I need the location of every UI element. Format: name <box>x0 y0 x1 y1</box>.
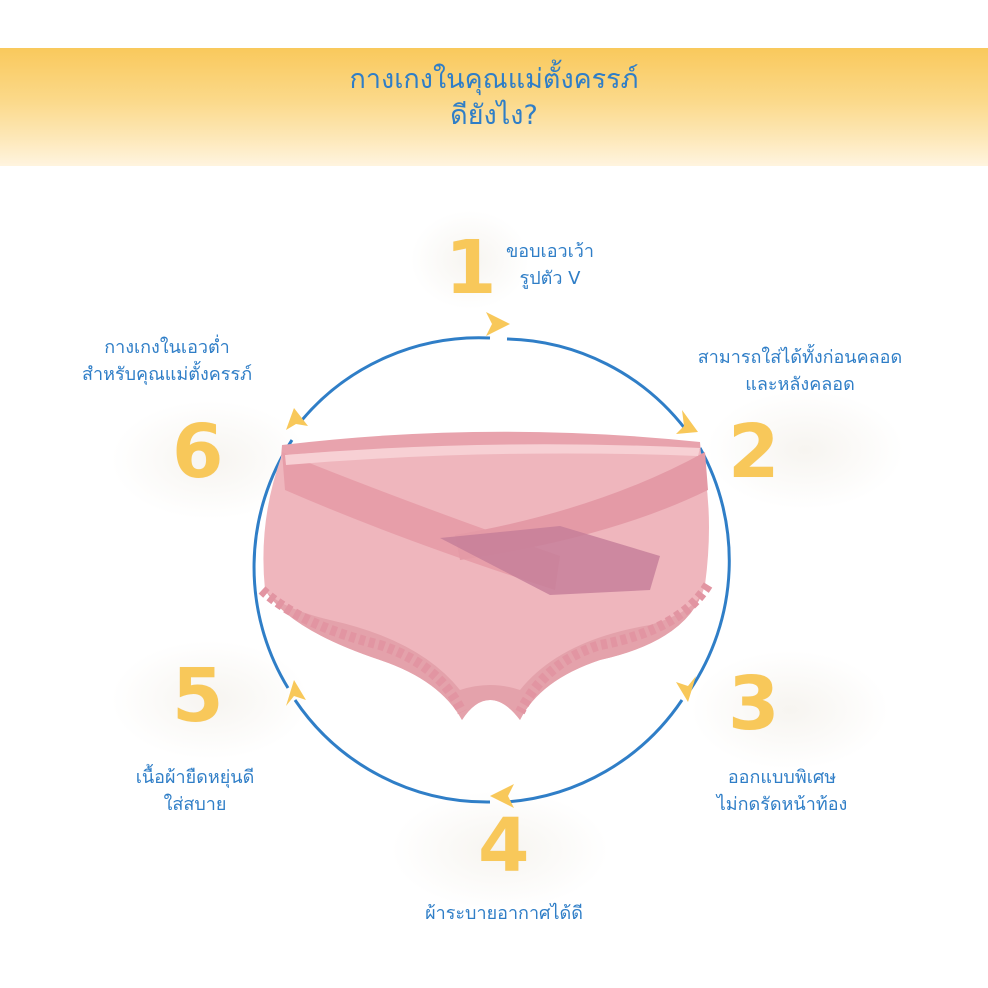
ring-arc-bottom-right <box>505 699 684 804</box>
inner-lining <box>285 444 700 465</box>
feature-3-line-1: ออกแบบพิเศษ <box>727 767 837 788</box>
lace-trim-right <box>515 582 713 715</box>
ring-arc-bottom-left <box>293 699 491 804</box>
feature-6-text: กางเกงในเอวต่ำ สำหรับคุณแม่ตั้งครรภ์ <box>42 334 292 388</box>
ring-arc-left <box>252 439 294 689</box>
arrow-bottom-icon <box>490 784 514 808</box>
feature-1-number: 1 <box>445 225 497 311</box>
page-title: กางเกงในคุณแม่ตั้งครรภ์ ดียังไง? <box>0 62 988 134</box>
flow-arrows <box>286 312 698 808</box>
arrow-top-right-icon <box>676 410 698 434</box>
title-line-2: ดียังไง? <box>450 100 538 131</box>
feature-5-number: 5 <box>172 653 224 739</box>
number-glow-3 <box>690 650 890 770</box>
number-glow-1 <box>410 210 530 310</box>
ring-arc-right <box>688 447 731 691</box>
title-line-1: กางเกงในคุณแม่ตั้งครรภ์ <box>349 64 639 95</box>
ring-arc-top-right <box>506 337 688 431</box>
number-glow-5 <box>110 640 310 760</box>
waistband-overlap <box>440 526 660 595</box>
feature-4-line-1: ผ้าระบายอากาศได้ดี <box>425 903 583 924</box>
lace-trim-left <box>258 586 467 715</box>
arrow-top-icon <box>486 312 510 336</box>
arrow-top-left-icon <box>286 408 308 430</box>
feature-1-line-1: ขอบเอวเว้า <box>506 241 594 262</box>
feature-3-number: 3 <box>728 661 780 747</box>
feature-2-line-2: และหลังคลอด <box>745 374 855 395</box>
number-glow-4 <box>390 790 610 910</box>
arrow-left-icon <box>286 680 306 706</box>
feature-2-number: 2 <box>728 409 780 495</box>
garment-shadow <box>265 585 705 720</box>
feature-5-line-1: เนื้อผ้ายืดหยุ่นดี <box>135 767 255 788</box>
feature-3-line-2: ไม่กดรัดหน้าท้อง <box>716 794 848 815</box>
feature-1-line-2: รูปตัว V <box>519 268 581 289</box>
feature-3-text: ออกแบบพิเศษ ไม่กดรัดหน้าท้อง <box>672 764 892 818</box>
feature-4-number: 4 <box>478 803 530 889</box>
header-banner <box>0 48 988 166</box>
maternity-underwear-illustration <box>258 431 713 720</box>
feature-4-text: ผ้าระบายอากาศได้ดี <box>384 900 624 927</box>
feature-5-text: เนื้อผ้ายืดหยุ่นดี ใส่สบาย <box>90 764 300 818</box>
feature-6-line-2: สำหรับคุณแม่ตั้งครรภ์ <box>82 364 252 385</box>
blue-ring <box>252 336 731 804</box>
feature-6-number: 6 <box>172 409 224 495</box>
feature-1-text: ขอบเอวเว้า รูปตัว V <box>475 238 625 292</box>
feature-2-text: สามารถใส่ได้ทั้งก่อนคลอด และหลังคลอด <box>660 344 940 398</box>
feature-2-line-1: สามารถใส่ได้ทั้งก่อนคลอด <box>697 347 903 368</box>
arrow-right-icon <box>676 676 696 702</box>
feature-5-line-2: ใส่สบาย <box>163 794 227 815</box>
ring-arc-top-left <box>300 336 491 421</box>
feature-6-line-1: กางเกงในเอวต่ำ <box>104 337 230 358</box>
number-glow-2 <box>705 390 905 510</box>
